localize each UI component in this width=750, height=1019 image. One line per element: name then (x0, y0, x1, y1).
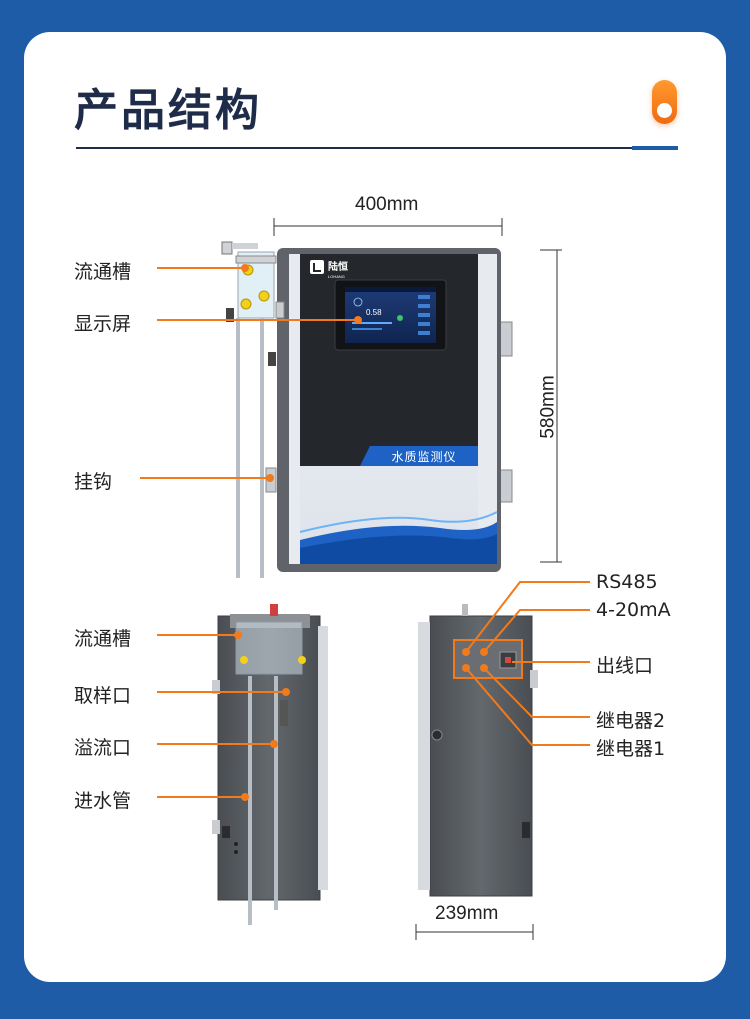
callout-4-20ma: 4-20mA (596, 599, 671, 621)
callout-hook: 挂钩 (74, 471, 113, 493)
callout-lines (140, 267, 590, 798)
page-title: 产品结构 (74, 85, 262, 136)
callout-overflow-port: 溢流口 (74, 737, 132, 759)
toggle-icon (652, 80, 677, 124)
callout-rs485: RS485 (596, 571, 658, 593)
callout-flow-cell-front: 流通槽 (74, 261, 132, 283)
callout-relay-2: 继电器2 (596, 710, 666, 732)
callout-relay-1: 继电器1 (596, 738, 666, 760)
screen-reading: 0.58 (366, 308, 382, 317)
title-divider (76, 147, 678, 149)
callout-cable-outlet: 出线口 (596, 655, 654, 677)
side-view (212, 604, 328, 925)
callout-inlet-pipe: 进水管 (74, 790, 132, 812)
front-view: 陆恒 LOHANG 0.58 水质监测仪 (221, 218, 562, 578)
callout-sampling-port: 取样口 (74, 685, 132, 707)
title-divider-accent (632, 146, 678, 150)
height-dimension: 580mm (537, 375, 559, 439)
width-dimension: 400mm (355, 194, 419, 215)
callout-display: 显示屏 (74, 313, 132, 335)
back-view (415, 604, 538, 940)
brand-sub: LOHANG (328, 274, 345, 279)
callout-dots (234, 264, 362, 801)
brand-name: 陆恒 (328, 260, 348, 273)
callout-flow-cell-side: 流通槽 (74, 628, 132, 650)
device-name: 水质监测仪 (391, 450, 456, 464)
depth-dimension: 239mm (435, 903, 499, 924)
